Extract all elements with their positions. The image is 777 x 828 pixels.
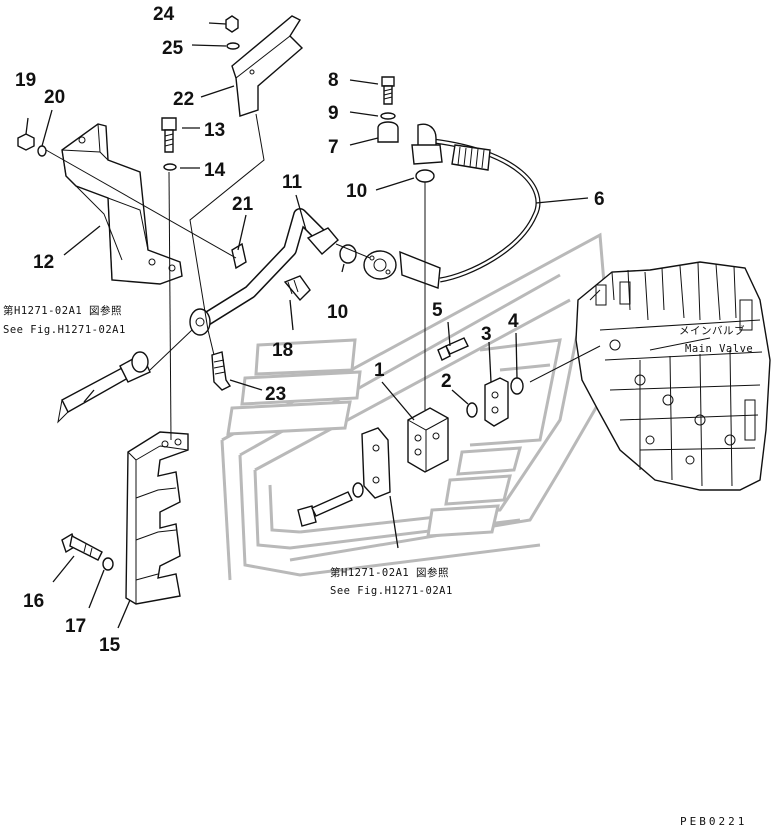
plate-3 xyxy=(484,377,509,427)
valve-block-1 xyxy=(407,407,449,473)
callout-18: 18 xyxy=(272,340,293,361)
nut-19 xyxy=(17,133,35,151)
shaft-reference xyxy=(57,351,151,424)
ref-bottom-en: See Fig.H1271-02A1 xyxy=(330,585,453,597)
bracket-12 xyxy=(61,123,183,285)
reference-notes: 第H1271-02A1 図参照 See Fig.H1271-02A1 第H127… xyxy=(3,304,753,597)
callout-4: 4 xyxy=(508,311,519,332)
ref-left-jp: 第H1271-02A1 図参照 xyxy=(3,304,122,317)
callout-10-mid: 10 xyxy=(327,302,348,323)
hose-assembly xyxy=(363,123,541,289)
o-ring-2 xyxy=(466,402,478,418)
leader-lines xyxy=(25,22,711,629)
callout-12: 12 xyxy=(33,252,54,273)
elbow-18 xyxy=(283,275,311,302)
callout-7: 7 xyxy=(328,137,339,158)
clamp-7 xyxy=(377,121,399,143)
callout-1: 1 xyxy=(374,360,385,381)
washer-20 xyxy=(37,145,47,157)
nut-24 xyxy=(225,15,239,33)
washer-9 xyxy=(380,112,396,120)
callout-8: 8 xyxy=(328,70,339,91)
callout-23: 23 xyxy=(265,384,286,405)
callout-22: 22 xyxy=(173,89,194,110)
callout-11: 11 xyxy=(282,172,303,193)
callout-5: 5 xyxy=(432,300,443,321)
callout-numbers: 24 25 22 13 14 19 20 12 11 21 18 23 8 9 … xyxy=(15,4,605,656)
callout-21: 21 xyxy=(232,194,254,215)
long-bolt xyxy=(297,482,364,527)
o-ring-4 xyxy=(510,377,524,395)
elbow-23 xyxy=(211,351,232,391)
o-ring-10-mid xyxy=(339,244,357,264)
o-ring-10-top xyxy=(415,169,435,183)
bolt-5 xyxy=(437,337,469,361)
callout-17: 17 xyxy=(65,616,86,637)
bolt-8 xyxy=(381,76,395,105)
lower-plate xyxy=(361,427,391,499)
main-valve xyxy=(575,261,771,491)
guard-frame-artwork xyxy=(220,232,614,581)
callout-13: 13 xyxy=(204,120,225,141)
callout-6: 6 xyxy=(594,189,605,210)
callout-15: 15 xyxy=(99,635,121,656)
washer-25 xyxy=(226,42,240,50)
bolt-13 xyxy=(161,117,177,153)
main-valve-label-en: Main Valve xyxy=(685,343,753,355)
callout-2: 2 xyxy=(441,371,452,392)
callout-25: 25 xyxy=(162,38,184,59)
callout-16: 16 xyxy=(23,591,44,612)
ref-left-en: See Fig.H1271-02A1 xyxy=(3,324,126,336)
callout-24: 24 xyxy=(153,4,175,25)
callout-10-top: 10 xyxy=(346,181,367,202)
bracket-15 xyxy=(125,431,189,605)
washer-17 xyxy=(102,557,114,571)
ref-bottom-jp: 第H1271-02A1 図参照 xyxy=(330,566,449,579)
callout-14: 14 xyxy=(204,160,226,181)
bracket-22 xyxy=(231,15,304,117)
bolt-16 xyxy=(61,532,103,561)
drawing-code: PEB0221 xyxy=(680,815,747,828)
washer-14 xyxy=(163,163,177,171)
callout-9: 9 xyxy=(328,103,339,124)
callout-3: 3 xyxy=(481,324,492,345)
callout-20: 20 xyxy=(44,87,65,108)
tube-11 xyxy=(189,208,339,336)
main-valve-label-jp: メインバルブ xyxy=(679,324,745,337)
callout-19: 19 xyxy=(15,70,36,91)
